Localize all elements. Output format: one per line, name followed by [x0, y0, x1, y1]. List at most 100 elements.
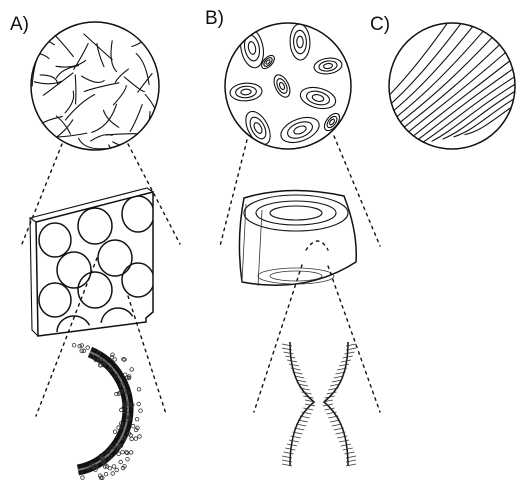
texture-strand	[7, 123, 39, 143]
texture-strand	[74, 44, 88, 70]
texture-line	[344, 22, 476, 158]
panel-a-circle	[7, 22, 166, 163]
texture-ring	[241, 89, 252, 95]
texture-ring	[318, 60, 337, 72]
texture-strand	[47, 142, 50, 163]
texture-strand	[17, 122, 37, 149]
molecule-dot	[110, 355, 114, 359]
texture-strand	[40, 75, 58, 84]
texture-line	[432, 58, 522, 142]
texture-line	[333, 18, 465, 161]
texture-strand	[31, 54, 49, 59]
molecule-dot	[131, 424, 135, 428]
texture-strand	[84, 34, 112, 60]
molecule-dot	[117, 452, 121, 456]
molecule-dot	[121, 450, 125, 454]
molecule-hatch	[289, 440, 299, 442]
texture-strand	[158, 32, 166, 56]
molecule-hatch	[339, 440, 349, 442]
texture-ring	[305, 89, 331, 107]
molecule-dot	[81, 476, 85, 480]
texture-ring	[262, 56, 273, 68]
texture-strand	[130, 105, 142, 132]
texture-ring	[312, 93, 325, 102]
texture-strand	[56, 60, 86, 67]
texture-line	[399, 44, 522, 147]
texture-ring	[298, 84, 338, 112]
texture-ring	[293, 124, 307, 135]
texture-ring	[278, 82, 285, 91]
texture-strand	[113, 86, 126, 105]
texture-ring	[293, 30, 307, 54]
texture-strand	[44, 141, 74, 154]
molecule-dot	[139, 409, 143, 413]
texture-strand	[137, 112, 150, 140]
texture-strand	[111, 41, 116, 72]
molecule-hatch	[339, 364, 349, 366]
texture-strand	[91, 135, 113, 141]
texture-strand	[110, 138, 146, 151]
molecule-dot	[72, 343, 76, 347]
molecule-dot	[137, 388, 141, 392]
molecule-dot	[111, 472, 115, 476]
texture-strand	[30, 142, 44, 160]
texture-strand	[124, 77, 144, 92]
texture-strand	[115, 69, 128, 82]
panel-b-bicontinuous-cell	[239, 190, 356, 286]
texture-ring	[325, 115, 339, 130]
texture-strand	[82, 76, 105, 82]
panel-a-curved-bilayer	[72, 343, 142, 479]
molecule-dot	[135, 417, 139, 421]
texture-strand	[65, 91, 74, 113]
molecule-dot	[137, 402, 141, 406]
molecule-dot	[129, 451, 133, 455]
texture-ring	[229, 82, 262, 102]
texture-ring	[289, 24, 310, 61]
texture-strand	[84, 83, 119, 92]
texture-strand	[104, 110, 119, 127]
texture-ring	[275, 77, 290, 95]
molecule-hatch	[302, 392, 312, 394]
texture-ring	[247, 41, 256, 55]
molecule-dot	[115, 468, 119, 472]
molecule-hatch	[345, 352, 355, 354]
molecule-dot	[113, 430, 117, 434]
texture-ring	[247, 115, 269, 142]
molecule-dot	[126, 457, 130, 461]
texture-ring	[252, 121, 263, 134]
texture-ring	[285, 119, 314, 142]
molecule-dot	[119, 460, 123, 464]
texture-ring	[323, 63, 333, 69]
texture-strand	[52, 32, 73, 56]
texture-ring	[297, 36, 304, 48]
panel-b-circle	[225, 23, 351, 149]
molecule-hatch	[284, 452, 294, 454]
texture-strand	[148, 29, 159, 52]
molecule-hatch	[284, 352, 294, 354]
molecule-dot	[138, 435, 142, 439]
panel-b-zoom-lines	[220, 136, 380, 412]
panel-c-circle	[322, 14, 522, 164]
molecule-hatch	[345, 452, 355, 454]
panel-a-hexagonal-structure	[30, 188, 154, 348]
molecule-dot	[130, 368, 134, 372]
molecule-dot	[134, 437, 138, 441]
panel-a-zoom-lines	[22, 144, 180, 416]
molecule-dot	[130, 437, 134, 441]
texture-ring	[271, 72, 293, 99]
texture-strand	[51, 133, 86, 137]
texture-ring	[313, 56, 343, 75]
texture-strand	[92, 104, 117, 132]
texture-ring	[242, 34, 261, 62]
texture-line	[322, 14, 454, 164]
panel-b-channel-bilayer	[282, 342, 356, 466]
texture-strand	[51, 120, 73, 141]
texture-strand	[75, 75, 76, 104]
molecule-hatch	[289, 364, 299, 366]
molecule-dot	[104, 472, 108, 476]
molecule-dot	[112, 465, 116, 469]
texture-ring	[235, 86, 257, 99]
molecule-hatch	[327, 392, 337, 394]
molecule-dot	[86, 346, 90, 350]
